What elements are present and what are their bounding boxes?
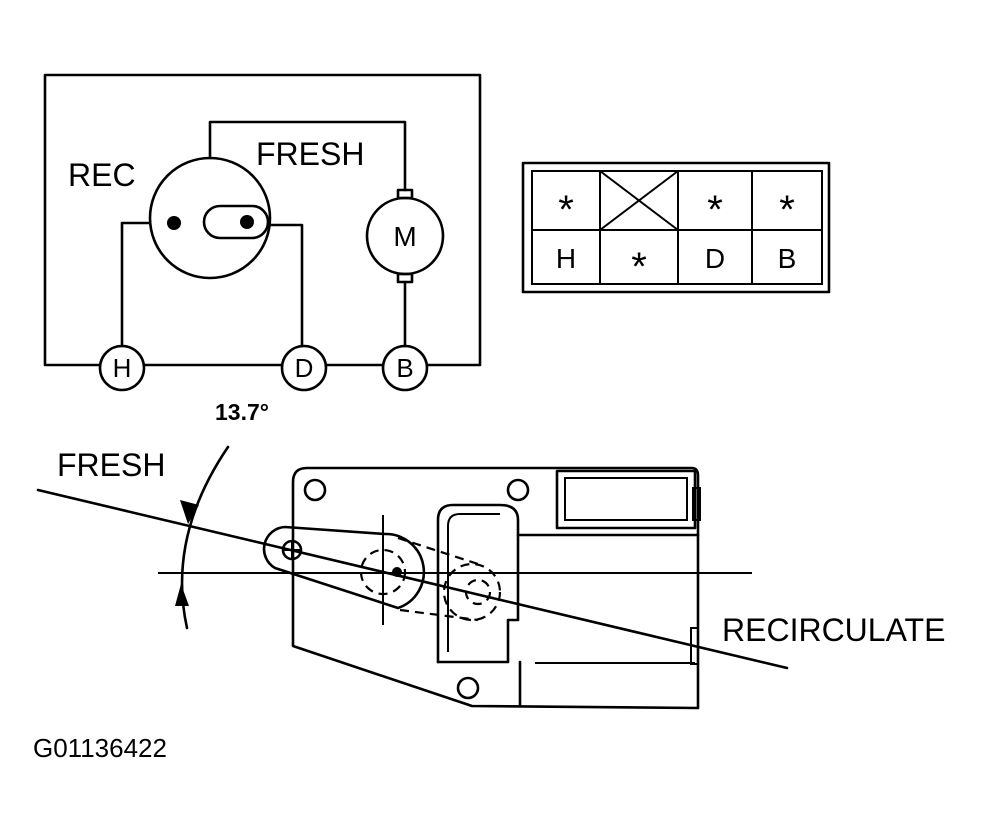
connector-cell: H	[556, 243, 576, 274]
connector-cell: D	[705, 243, 725, 274]
gear-cover-inner	[447, 513, 500, 652]
fresh-label-bottom: FRESH	[57, 447, 165, 483]
wire-switch-to-d	[267, 223, 304, 348]
hidden-link	[399, 608, 479, 622]
terminal-b-label: B	[396, 353, 413, 383]
rec-label: REC	[68, 157, 136, 193]
hidden-shaft	[359, 548, 407, 596]
connector-housing	[555, 469, 697, 530]
connector-cell: *	[631, 245, 647, 289]
schematic-frame	[43, 73, 482, 367]
terminal-h	[98, 344, 146, 392]
terminal-b	[381, 344, 429, 392]
recirculate-label: RECIRCULATE	[722, 612, 945, 648]
mounting-hole	[506, 478, 530, 502]
angle-label: 13.7°	[215, 399, 269, 425]
actuator-body	[291, 466, 700, 710]
actuator-drawing: 13.7° FRESH RECIRCULATE	[36, 399, 945, 710]
connector-housing-inner	[564, 477, 688, 521]
terminal-d	[280, 344, 328, 392]
motor-label: M	[393, 221, 416, 252]
terminal-h-label: H	[113, 353, 132, 383]
hidden-gear-hub	[464, 578, 492, 606]
connector-cell: *	[707, 188, 723, 232]
switch-contact-fresh	[240, 215, 254, 229]
shaft-center	[392, 567, 402, 577]
rotation-arc	[180, 445, 230, 630]
connector-cell: B	[778, 243, 797, 274]
switch-slot	[202, 204, 270, 240]
connector-outer-border	[521, 161, 831, 294]
arrow-up-icon	[175, 584, 189, 606]
gear-cover-step	[436, 533, 520, 664]
wire-switch-to-h	[120, 221, 152, 348]
side-tab	[692, 487, 701, 521]
actuator-lever	[262, 525, 426, 610]
hidden-gear	[442, 562, 502, 622]
crossed-cell	[599, 170, 679, 231]
wire-switch-to-motor	[208, 120, 407, 192]
figure-id: G01136422	[33, 733, 167, 763]
connector-table: * * * H * D B	[521, 161, 831, 294]
switch-contact-rec	[167, 216, 181, 230]
connector-cell: *	[779, 188, 795, 232]
arrow-down-icon	[180, 500, 199, 524]
connector-cell: *	[558, 188, 574, 232]
lever-axis-line	[36, 488, 789, 670]
wiring-schematic: M REC FRESH H D B	[43, 73, 482, 392]
mounting-hole	[456, 676, 480, 700]
terminal-d-label: D	[295, 353, 314, 383]
gear-cover	[436, 503, 700, 664]
mounting-hole	[303, 478, 327, 502]
fresh-label-top: FRESH	[256, 136, 364, 172]
